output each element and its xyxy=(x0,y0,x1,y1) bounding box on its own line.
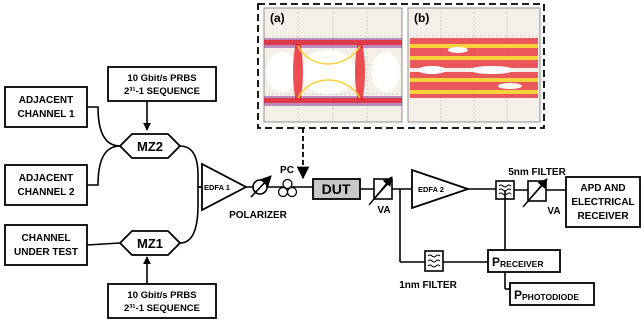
va2-label: VA xyxy=(547,206,560,217)
eye-label-b: (b) xyxy=(414,11,429,25)
svg-text:10 Gbit/s PRBS: 10 Gbit/s PRBS xyxy=(127,73,196,84)
variable-attenuator-2-icon xyxy=(522,178,548,208)
eye-diagram-b: (b) xyxy=(407,7,541,123)
svg-text:2³¹-1 SEQUENCE: 2³¹-1 SEQUENCE xyxy=(124,86,200,97)
svg-text:CHANNEL: CHANNEL xyxy=(22,233,71,244)
mz2-to-edfa1-line xyxy=(179,145,202,188)
p-receiver-box: PRECEIVER xyxy=(487,249,561,273)
edfa2-amplifier: EDFA 2 xyxy=(411,168,471,210)
polarization-controller-icon xyxy=(277,178,298,198)
mz2-modulator: MZ2 xyxy=(118,133,182,159)
svg-text:MZ2: MZ2 xyxy=(137,139,163,154)
apd-receiver-box: APD AND ELECTRICAL RECEIVER xyxy=(565,176,641,228)
mz1-to-edfa1-line xyxy=(179,186,202,244)
prbs-bottom-box: 10 Gbit/s PRBS 2³¹-1 SEQUENCE xyxy=(107,283,217,319)
pc-label: PC xyxy=(280,165,294,176)
svg-text:EDFA 1: EDFA 1 xyxy=(204,183,230,192)
eye-diagram-a: (a) xyxy=(263,7,403,123)
eye-label-a: (a) xyxy=(270,11,285,25)
svg-text:EDFA 2: EDFA 2 xyxy=(418,185,444,194)
ch1-to-mz2-line xyxy=(87,106,121,147)
svg-text:MZ1: MZ1 xyxy=(137,236,163,251)
svg-text:UNDER TEST: UNDER TEST xyxy=(14,247,78,258)
adjacent-channel-2-box: ADJACENT CHANNEL 2 xyxy=(4,164,88,206)
dut-box: DUT xyxy=(312,178,361,200)
filter-5nm-label: 5nm FILTER xyxy=(508,167,566,178)
svg-text:CHANNEL 1: CHANNEL 1 xyxy=(17,109,74,120)
filter-1nm-icon xyxy=(424,250,444,272)
channel-under-test-box: CHANNEL UNDER TEST xyxy=(4,224,88,266)
svg-text:ELECTRICAL: ELECTRICAL xyxy=(571,197,634,208)
svg-text:APD AND: APD AND xyxy=(580,183,625,194)
svg-text:RECEIVER: RECEIVER xyxy=(577,211,629,222)
polarizer-icon xyxy=(250,175,272,198)
svg-text:ADJACENT: ADJACENT xyxy=(19,173,73,184)
cut-to-mz1-line xyxy=(86,242,121,246)
filter-1nm-label: 1nm FILTER xyxy=(399,280,457,291)
eye-inset-border xyxy=(257,3,545,129)
polarizer-label: POLARIZER xyxy=(229,210,288,221)
svg-text:CHANNEL 2: CHANNEL 2 xyxy=(17,187,74,198)
svg-text:ADJACENT: ADJACENT xyxy=(19,95,73,106)
prbs-top-box: 10 Gbit/s PRBS 2³¹-1 SEQUENCE xyxy=(107,66,217,102)
edfa1-amplifier: EDFA 1 xyxy=(201,162,248,212)
va1-label: VA xyxy=(377,205,390,216)
svg-text:DUT: DUT xyxy=(322,181,351,197)
svg-text:10 Gbit/s PRBS: 10 Gbit/s PRBS xyxy=(127,290,196,301)
svg-text:2³¹-1 SEQUENCE: 2³¹-1 SEQUENCE xyxy=(124,303,200,314)
mz1-modulator: MZ1 xyxy=(118,230,182,256)
variable-attenuator-1-icon xyxy=(368,176,393,206)
p-photodiode-box: PPHOTODIODE xyxy=(509,282,595,306)
ch2-to-mz2-line xyxy=(87,145,121,186)
svg-text:PPHOTODIODE: PPHOTODIODE xyxy=(514,288,579,302)
svg-text:PRECEIVER: PRECEIVER xyxy=(492,255,543,269)
adjacent-channel-1-box: ADJACENT CHANNEL 1 xyxy=(4,86,88,128)
